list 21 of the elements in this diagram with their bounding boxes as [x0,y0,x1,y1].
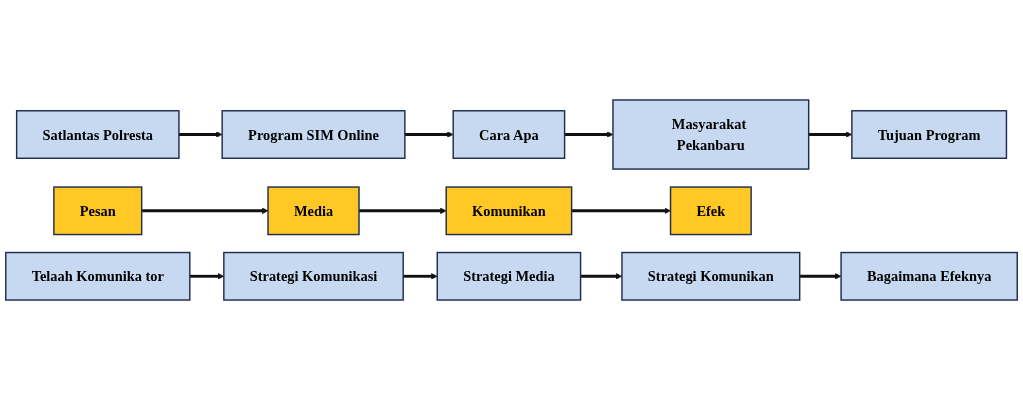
node-box: Telaah Komunika tor [5,251,191,301]
node-box: Bagaimana Efeknya [840,251,1018,301]
node-box: Cara Apa [452,110,566,159]
node-box: Tujuan Program [851,110,1008,159]
node-box: Strategi Komunikan [621,251,801,301]
arrow [403,273,438,280]
node-box: Media [267,186,360,236]
node-box: Strategi Media [436,251,582,301]
arrow [359,207,447,214]
node-box: Efek [669,186,752,236]
node-box: Pesan [53,186,143,236]
arrow [141,207,269,214]
node-box: Satlantas Polresta [15,110,180,159]
arrow [404,131,454,138]
arrow [571,207,671,214]
node-box: Masyarakat Pekanbaru [612,99,810,170]
node-box: Strategi Komunikasi [223,251,404,301]
arrow [799,273,842,280]
arrow [178,131,223,138]
node-box: Program SIM Online [221,110,406,159]
node-box: Komunikan [445,186,573,236]
